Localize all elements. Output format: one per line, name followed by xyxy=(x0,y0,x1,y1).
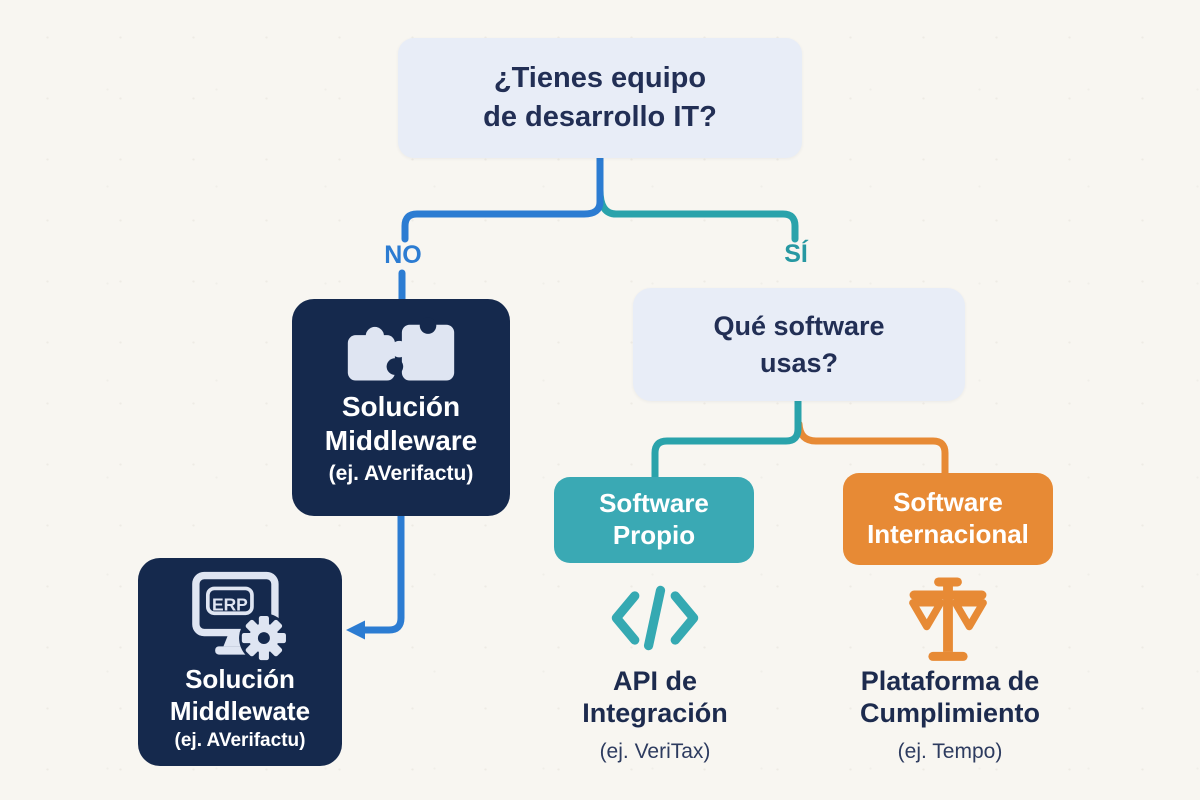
result-plataforma-subtitle: (ej. Tempo) xyxy=(897,739,1003,763)
connector-si-branch xyxy=(596,186,799,243)
node-middleware-solution: Solución Middleware (ej. AVerifactu) xyxy=(292,299,510,516)
question-it-team-text: ¿Tienes equipo de desarrollo IT? xyxy=(483,62,717,133)
erp-subtitle: (ej. AVerifactu) xyxy=(174,730,306,752)
node-erp-middleware: ERP Solución Middlewate xyxy=(138,558,342,766)
software-internacional-text: Software Internacional xyxy=(867,487,1029,549)
erp-monitor-gear-icon: ERP xyxy=(192,571,289,662)
erp-monitor-label: ERP xyxy=(212,594,248,614)
branch-label-si: SÍ xyxy=(784,240,808,268)
result-plataforma-cumplimiento: Plataforma de Cumplimiento (ej. Tempo) xyxy=(830,665,1070,764)
branch-label-no: NO xyxy=(384,241,422,269)
middleware-title: Solución Middleware xyxy=(324,391,478,457)
question-node-it-team: ¿Tienes equipo de desarrollo IT? xyxy=(398,38,802,158)
result-api-title: API de Integración xyxy=(582,666,728,729)
middleware-subtitle: (ej. AVerifactu) xyxy=(328,462,474,486)
connector-middleware-to-erp xyxy=(360,510,405,634)
result-api-integracion: API de Integración (ej. VeriTax) xyxy=(545,665,765,764)
scales-icon xyxy=(909,577,987,661)
question-software-text: Qué software usas? xyxy=(713,311,885,378)
node-software-propio: Software Propio xyxy=(554,477,754,563)
result-plataforma-title: Plataforma de Cumplimiento xyxy=(860,666,1040,729)
software-propio-text: Software Propio xyxy=(599,488,709,550)
erp-title: Solución Middlewate xyxy=(169,664,311,726)
puzzle-pieces-icon xyxy=(347,317,455,381)
connector-internacional-branch xyxy=(795,420,949,479)
arrowhead-left-icon xyxy=(346,620,365,640)
question-node-software: Qué software usas? xyxy=(633,288,965,401)
connector-no-branch xyxy=(401,152,604,243)
code-icon xyxy=(611,585,699,651)
connector-propio-branch xyxy=(651,396,802,483)
result-api-subtitle: (ej. VeriTax) xyxy=(599,739,711,763)
node-software-internacional: Software Internacional xyxy=(843,473,1053,565)
